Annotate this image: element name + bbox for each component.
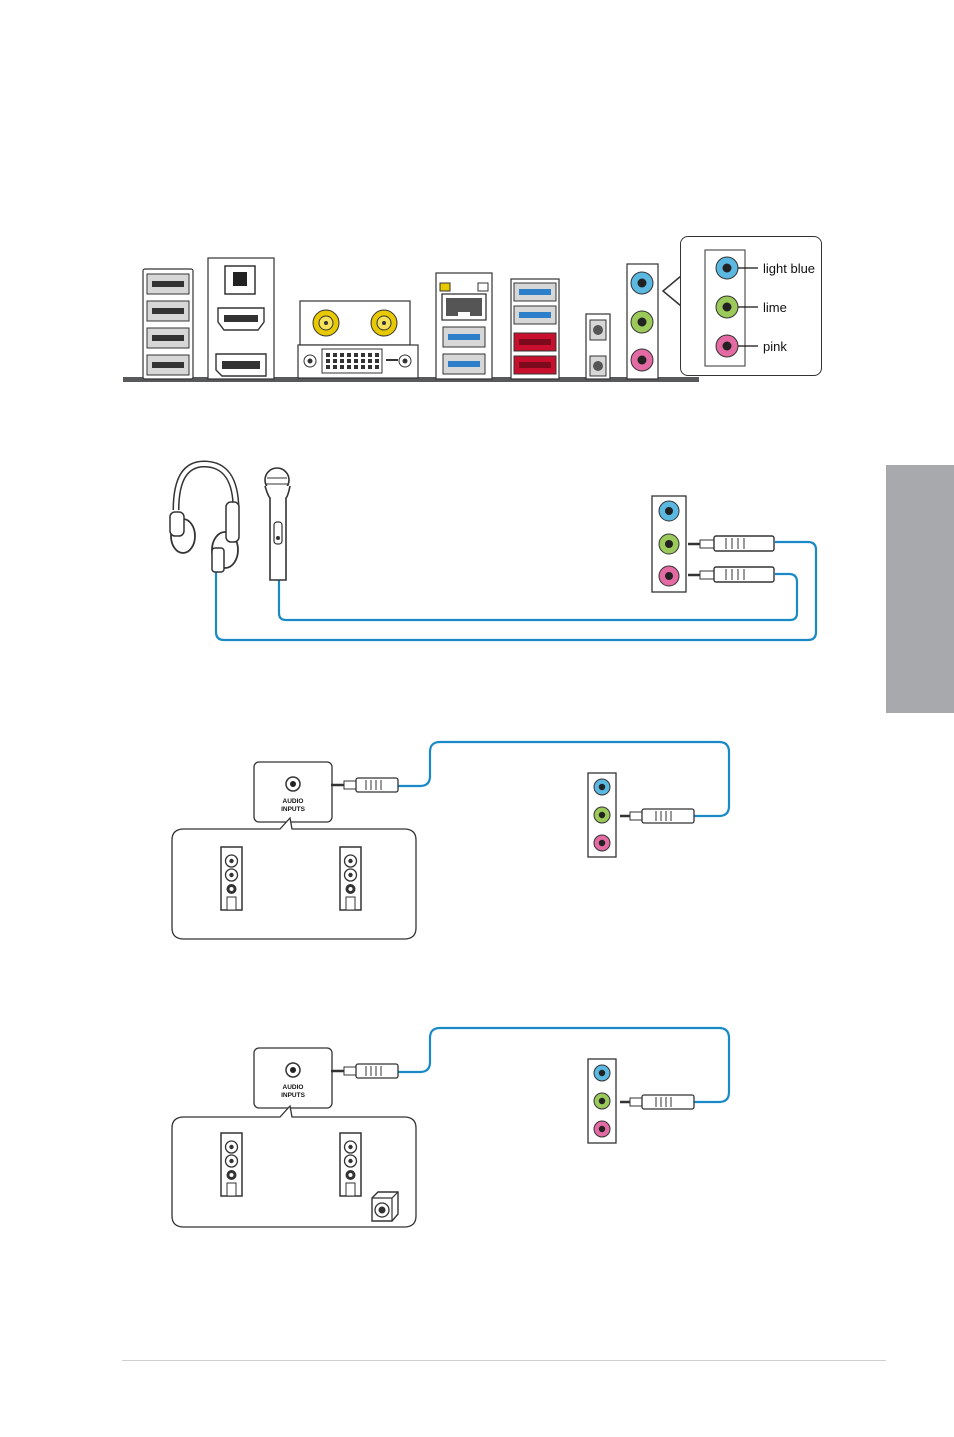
- usb2-port-stack: [143, 269, 193, 379]
- clear-cmos-button-block: [586, 314, 610, 379]
- microphone-plug: [688, 567, 774, 582]
- legend-jack-graphics: [680, 236, 822, 376]
- wifi-dvi-block: [298, 301, 418, 378]
- left-speaker-icon-2: [221, 1133, 242, 1196]
- lan-led-right: [478, 283, 488, 291]
- audio-inputs-label-line2: INPUTS: [281, 806, 306, 813]
- audio-input-callout: [254, 762, 332, 822]
- headphone-icon: [170, 464, 239, 572]
- video-optical-port-stack: [208, 258, 274, 379]
- right-speaker-icon-2: [340, 1133, 361, 1196]
- speaker-box-2ch: [172, 818, 416, 939]
- rear-audio-jacks: [627, 264, 658, 379]
- lan-usb3-stack: [436, 273, 492, 379]
- legend-label-light-blue: light blue: [763, 261, 815, 276]
- headphone-mic-diagram: [0, 440, 954, 660]
- headphone-cable: [216, 542, 816, 640]
- audio-input-plug: [331, 778, 398, 792]
- audio-inputs-label-line1-2: AUDIO: [283, 1084, 304, 1091]
- subwoofer-icon: [372, 1192, 398, 1221]
- speaker-cable-2ch: [398, 742, 729, 816]
- headphone-plug: [688, 536, 774, 551]
- audio-jack-panel-2-1ch: [588, 1059, 616, 1143]
- speaker-diagram-2ch: AUDIO INPUTS: [0, 730, 954, 950]
- line-out-plug-2-1ch: [620, 1095, 694, 1109]
- speaker-cable-2-1ch: [398, 1028, 729, 1102]
- audio-input-callout-2: [254, 1048, 332, 1108]
- audio-input-plug-2: [331, 1064, 398, 1078]
- usb3-red-usb-stack: [511, 279, 559, 379]
- audio-inputs-label-line1: AUDIO: [283, 798, 304, 805]
- legend-callout-pointer: [663, 276, 681, 306]
- footer-rule: [122, 1360, 886, 1361]
- left-speaker-icon: [221, 847, 242, 910]
- microphone-icon: [265, 468, 290, 580]
- audio-jack-panel-2ch: [588, 773, 616, 857]
- lan-led-left: [440, 283, 450, 291]
- speaker-diagram-2-1ch: AUDIO INPUTS: [0, 1016, 954, 1236]
- legend-label-lime: lime: [763, 300, 787, 315]
- audio-inputs-label-line2-2: INPUTS: [281, 1092, 306, 1099]
- right-speaker-icon: [340, 847, 361, 910]
- audio-jack-panel: [652, 496, 686, 592]
- line-out-plug-2ch: [620, 809, 694, 823]
- legend-label-pink: pink: [763, 339, 787, 354]
